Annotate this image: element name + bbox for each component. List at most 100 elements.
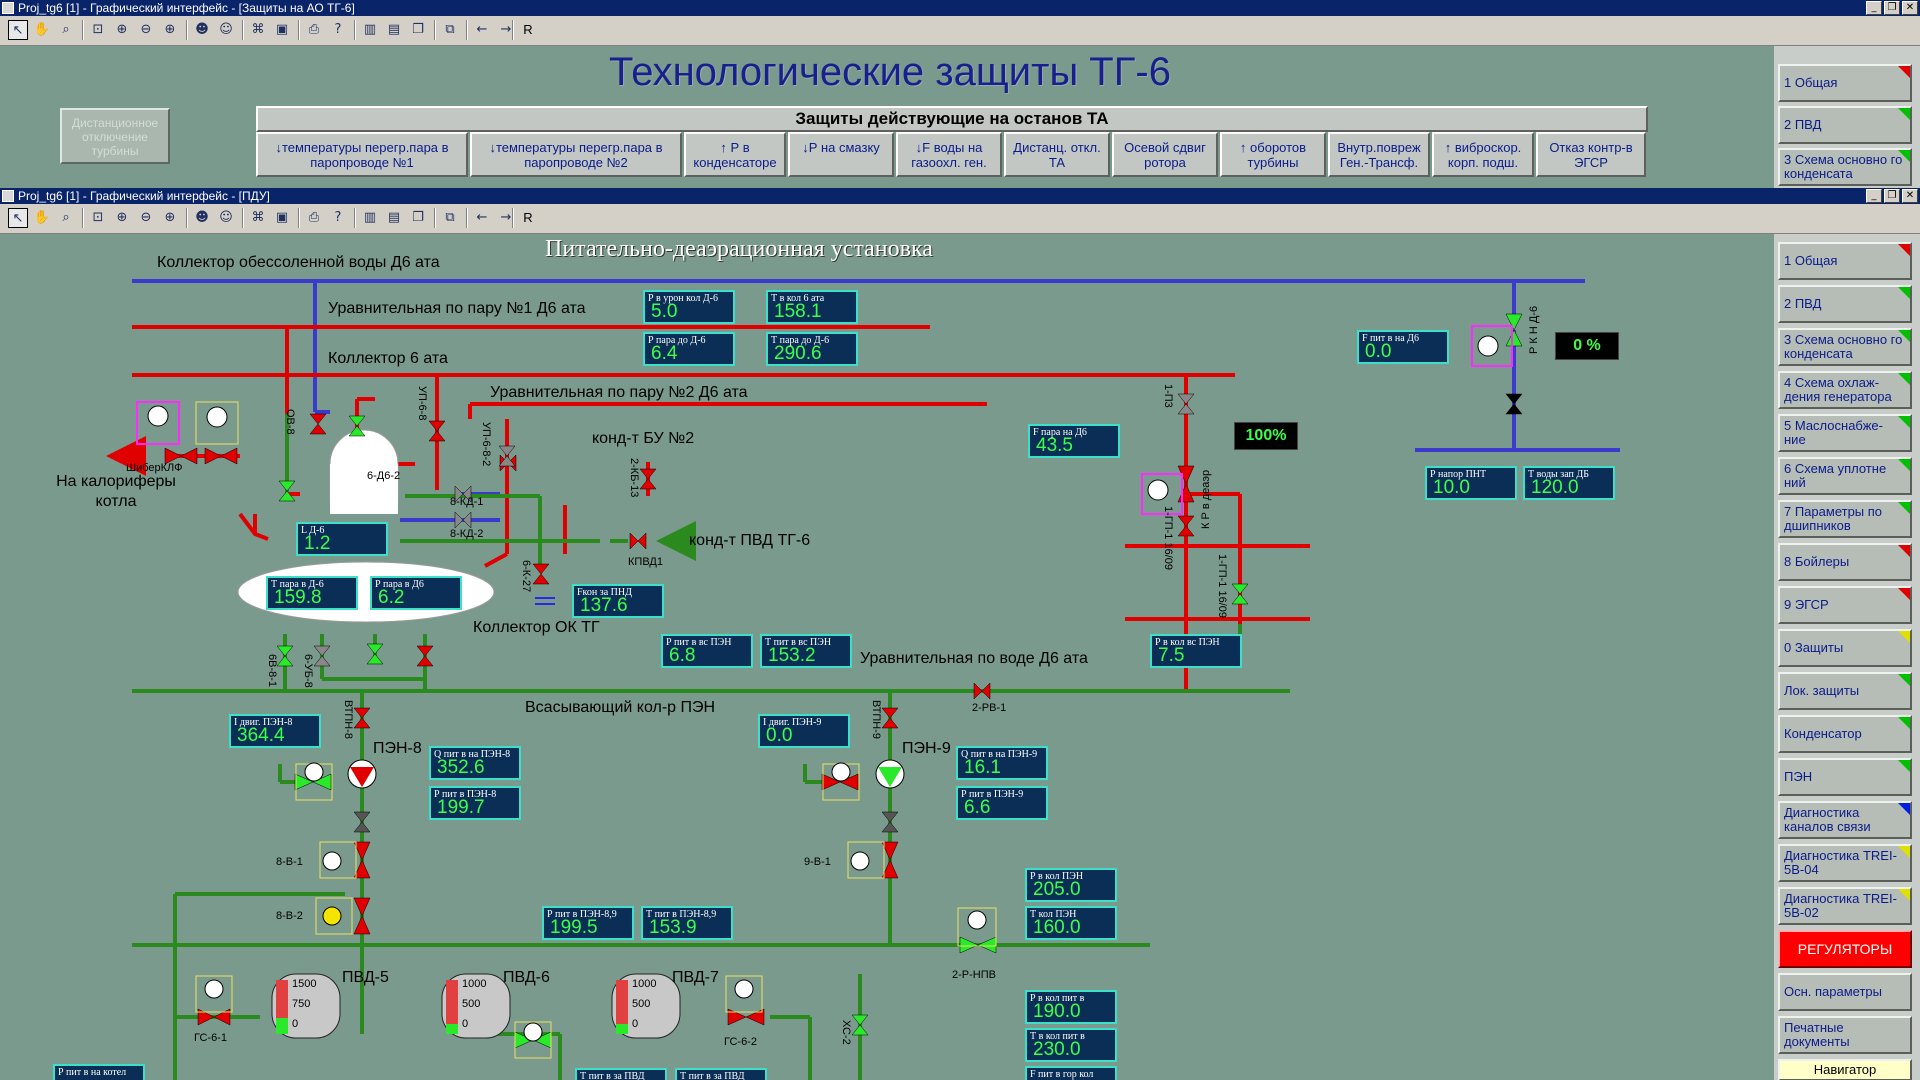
cascade-icon[interactable]: ❐: [412, 22, 424, 37]
tile-vertical-icon[interactable]: ▥: [363, 22, 377, 37]
value-p-feed-boiler[interactable]: Р пит в на котел: [53, 1064, 145, 1080]
sidebar-item-6[interactable]: 6 Схема уплотне ний: [1778, 457, 1912, 495]
sidebar-item-12[interactable]: Конденсатор: [1778, 715, 1912, 753]
sidebar-item-3[interactable]: 3 Схема основно го конденсата: [1778, 328, 1912, 366]
value-t-after-pvd-1[interactable]: Т пит в за ПВД: [575, 1068, 667, 1080]
top-nav-general-button[interactable]: 1 Общая: [1778, 64, 1912, 102]
user-icon[interactable]: ☺: [219, 22, 233, 37]
remote-shutdown-button[interactable]: Дистанционное отключение турбины: [60, 108, 170, 164]
protections-titlebar[interactable]: Proj_tg6 [1] - Графический интерфейс - […: [0, 0, 1920, 16]
user-icon[interactable]: ☺: [219, 210, 233, 225]
windows-icon[interactable]: ⧉: [445, 210, 455, 225]
value-f-hot-collector[interactable]: F пит в гор кол: [1025, 1066, 1117, 1080]
protection-cell[interactable]: Внутр.повреж Ген.-Трансф.: [1328, 132, 1430, 177]
refresh-r-button[interactable]: R: [523, 22, 533, 37]
hand-tool-icon[interactable]: ✋: [33, 210, 51, 225]
protection-cell[interactable]: ↓температуры перегр.пара в паропроводе №…: [470, 132, 682, 177]
forward-icon[interactable]: →: [500, 22, 512, 37]
protection-cell[interactable]: ↓F воды на газоохл. ген.: [896, 132, 1002, 177]
sidebar-item-8[interactable]: 8 Бойлеры: [1778, 543, 1912, 581]
sidebar-item-2[interactable]: 2 ПВД: [1778, 285, 1912, 323]
save-icon[interactable]: ▣: [275, 210, 289, 225]
tile-vertical-icon[interactable]: ▥: [363, 210, 377, 225]
sidebar-item-11[interactable]: Лок. защиты: [1778, 672, 1912, 710]
top-nav-pvd-button[interactable]: 2 ПВД: [1778, 106, 1912, 144]
sidebar-item-9[interactable]: 9 ЭГСР: [1778, 586, 1912, 624]
protection-cell[interactable]: ↑ Р в конденсаторе: [684, 132, 786, 177]
zoom-tool-icon[interactable]: ⌕: [62, 22, 70, 37]
sidebar-item-5[interactable]: 5 Маслоснабже- ние: [1778, 414, 1912, 452]
sidebar-item-4[interactable]: 4 Схема охлаж- дения генератора: [1778, 371, 1912, 409]
sidebar-item-1[interactable]: 1 Общая: [1778, 242, 1912, 280]
pointer-tool-icon[interactable]: ↖: [8, 208, 28, 228]
sidebar-item-15[interactable]: Диагностика TREI-5B-04: [1778, 844, 1912, 882]
zoom-in-icon[interactable]: ⊕: [164, 210, 176, 225]
close-icon[interactable]: ✕: [1902, 189, 1918, 203]
refresh-r-button[interactable]: R: [523, 210, 533, 225]
minimize-icon[interactable]: _: [1866, 189, 1882, 203]
sidebar-item-18[interactable]: Осн. параметры: [1778, 973, 1912, 1011]
tile-horizontal-icon[interactable]: ▤: [387, 210, 401, 225]
sidebar-item-16[interactable]: Диагностика TREI-5B-02: [1778, 887, 1912, 925]
top-nav-condensate-button[interactable]: 3 Схема основно го конденсата: [1778, 148, 1912, 186]
hand-tool-icon[interactable]: ✋: [33, 22, 51, 37]
sidebar-item-19[interactable]: Печатные документы: [1778, 1016, 1912, 1054]
print-icon[interactable]: ⎙: [308, 22, 320, 37]
protection-cell[interactable]: Осевой сдвиг ротора: [1112, 132, 1218, 177]
zoom-fit-icon[interactable]: ⊕: [116, 22, 128, 37]
sidebar-item-13[interactable]: ПЭН: [1778, 758, 1912, 796]
sidebar-item-7[interactable]: 7 Параметры по дшипников: [1778, 500, 1912, 538]
close-icon[interactable]: ✕: [1902, 1, 1918, 15]
protection-cell[interactable]: ↓Р на смазку: [788, 132, 894, 177]
restore-icon[interactable]: ❐: [1884, 1, 1900, 15]
restore-icon[interactable]: ❐: [1884, 189, 1900, 203]
pointer-tool-icon[interactable]: ↖: [8, 20, 28, 40]
sidebar-item-17[interactable]: РЕГУЛЯТОРЫ: [1778, 930, 1912, 968]
tile-horizontal-icon[interactable]: ▤: [387, 22, 401, 37]
zoom-in-icon[interactable]: ⊕: [164, 22, 176, 37]
zoom-tool-icon[interactable]: ⌕: [62, 210, 70, 225]
print-icon[interactable]: ⎙: [308, 210, 320, 225]
help-icon[interactable]: ?: [334, 22, 342, 37]
value-t-after-pvd-2[interactable]: Т пит в за ПВД: [675, 1068, 767, 1080]
sidebar-item-10[interactable]: 0 Защиты: [1778, 629, 1912, 667]
minimize-icon[interactable]: _: [1866, 1, 1882, 15]
back-icon[interactable]: ←: [476, 22, 488, 37]
fit-icon[interactable]: ⊡: [92, 22, 104, 37]
save-icon[interactable]: ▣: [275, 22, 289, 37]
protection-cell[interactable]: ↑ виброскор. корп. подш.: [1432, 132, 1534, 177]
back-icon[interactable]: ←: [476, 210, 488, 225]
zoom-fit-icon[interactable]: ⊕: [116, 210, 128, 225]
binoculars-icon[interactable]: ⌘: [251, 210, 265, 225]
binoculars-icon[interactable]: ⌘: [251, 22, 265, 37]
pdu-titlebar[interactable]: Proj_tg6 [1] - Графический интерфейс - […: [0, 188, 1920, 204]
zoom-out-icon[interactable]: ⊖: [140, 22, 152, 37]
users-icon[interactable]: ☻: [195, 22, 209, 37]
protection-cell[interactable]: Дистанц. откл. ТА: [1004, 132, 1110, 177]
